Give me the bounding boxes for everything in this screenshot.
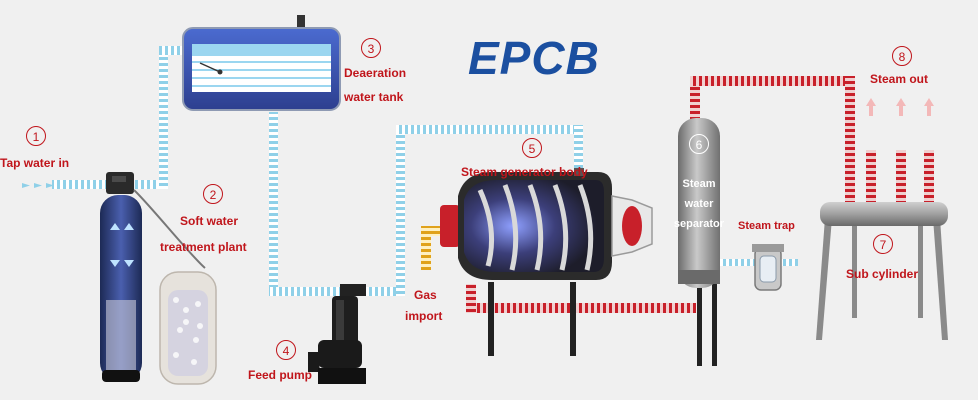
water-pipes xyxy=(22,46,798,296)
softener-unit xyxy=(100,172,217,385)
steam-trap xyxy=(752,244,784,291)
label-steam-generator-body: Steam generator body xyxy=(461,165,588,179)
label-import: import xyxy=(405,309,443,323)
feed-pump xyxy=(308,284,366,384)
callout-number-4: 4 xyxy=(276,340,296,360)
label-tap-water-in: Tap water in xyxy=(0,156,70,170)
callout-number-8: 8 xyxy=(892,46,912,66)
label-steam: Steam xyxy=(682,178,716,190)
steam-water-separator xyxy=(678,118,720,366)
label-steam-out: Steam out xyxy=(870,72,929,86)
tap-water-pipe xyxy=(52,180,110,189)
separator-steam-pipe xyxy=(690,76,700,126)
callout-number-6: 6 xyxy=(689,134,709,154)
label-soft-water: Soft water xyxy=(180,214,239,228)
pump-to-generator-pipe xyxy=(396,125,405,296)
label-sub-cylinder: Sub cylinder xyxy=(846,267,919,281)
sub-cylinder xyxy=(816,202,948,340)
gas-pipe xyxy=(421,226,431,270)
steam-pipes xyxy=(466,76,934,313)
label-gas: Gas xyxy=(414,288,437,302)
tank-to-pump-pipe xyxy=(269,112,278,290)
label-steam-trap: Steam trap xyxy=(738,220,795,232)
steam-generator xyxy=(440,168,653,356)
label-separator: separator xyxy=(673,218,725,230)
softener-to-tank-pipe xyxy=(159,46,168,189)
label-feed-pump: Feed pump xyxy=(248,368,313,382)
label-water: water xyxy=(684,198,714,210)
label-water-tank: water tank xyxy=(344,90,404,104)
deaeration-tank xyxy=(182,15,341,111)
label-treatment-plant: treatment plant xyxy=(160,240,247,254)
callout-number-5: 5 xyxy=(522,138,542,158)
callout-number-1: 1 xyxy=(26,126,46,146)
callout-number-7: 7 xyxy=(873,234,893,254)
callout-number-3: 3 xyxy=(361,38,381,58)
callout-number-2: 2 xyxy=(203,184,223,204)
company-logo: EPCB xyxy=(468,32,600,84)
label-deaeration: Deaeration xyxy=(344,66,407,80)
trap-pipe xyxy=(717,259,755,266)
bottom-steam-pipe xyxy=(466,303,696,313)
flow-arrows xyxy=(22,183,54,188)
